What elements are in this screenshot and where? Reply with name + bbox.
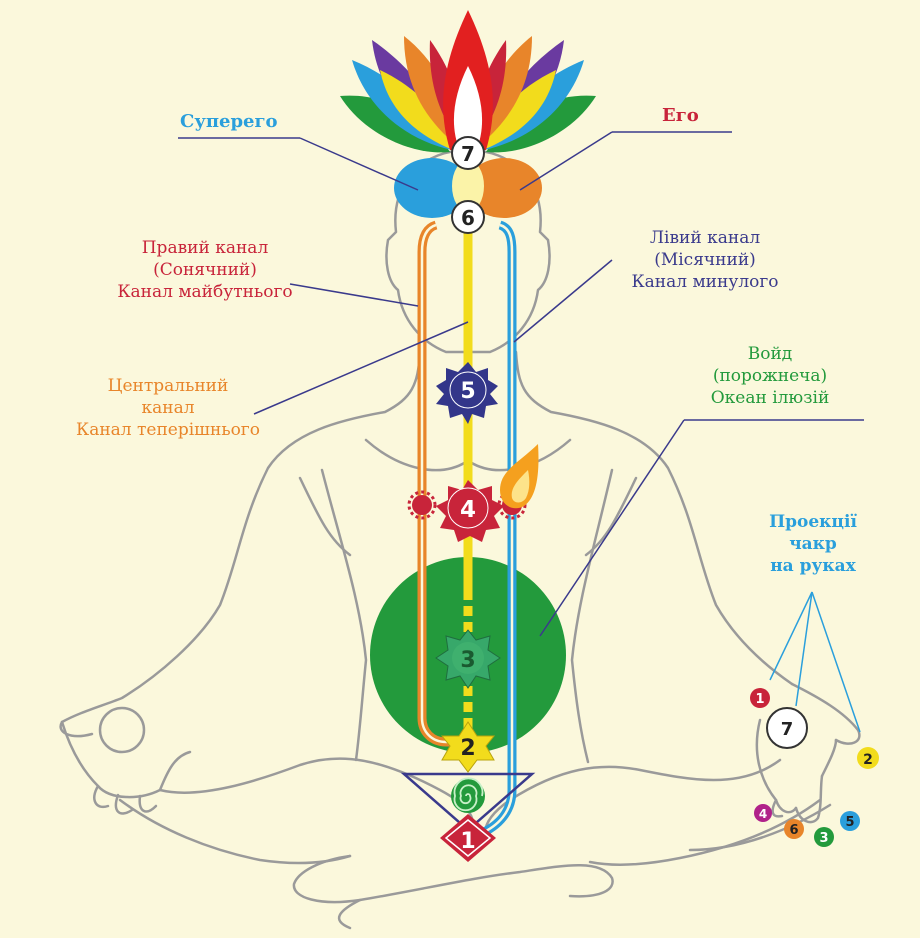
chakra-5: 5 [436,362,498,424]
chakra-6: 6 [451,200,485,234]
hand-chakra-4: 4 [754,804,772,822]
sacrum-triangle [400,772,536,832]
lotus-flower [340,10,596,153]
body-outline [59,148,861,930]
chakra-6-label: 6 [461,206,475,230]
ego-lobe [466,158,542,218]
chakra-5-label: 5 [460,379,475,404]
superego-label: Суперего [180,111,278,132]
right-channel-line-2: (Сонячний) [153,259,257,280]
hand-projections-line-3: на руках [770,555,856,576]
chakra-3-label: 3 [460,648,475,673]
flame-icon [500,444,539,509]
central-channel-line-1: Центральний [107,376,229,396]
chakra-4-label: 4 [460,497,476,523]
chakra-2-label: 2 [460,736,475,761]
kundalini-spiral-icon [451,777,485,813]
left-channel-line-3: Канал минулого [631,271,779,292]
central-channel-label: Центральний канал Канал теперішнього [50,376,286,441]
right-heart-mini-chakra [407,490,437,520]
hand-chakra-6-label: 6 [789,823,798,838]
hand-chakra-3: 3 [814,827,834,847]
ego-label: Его [662,105,699,126]
hand-chakra-1-label: 1 [755,692,764,707]
chakra-1: 1 [440,814,496,862]
hand-chakra-4-label: 4 [759,807,767,821]
hand-chakra-5: 5 [840,811,860,831]
hand-chakra-2: 2 [857,747,879,769]
hand-chakra-7: 7 [766,707,808,749]
hand-chakra-3-label: 3 [819,831,828,846]
void-label: Войд (порожнеча) Океан ілюзій [680,344,860,409]
chakra-1-label: 1 [460,829,475,854]
left-channel-line-inner [479,223,514,836]
hand-projections-label: Проекції чакр на руках [748,512,878,577]
left-channel-line-2: (Місячний) [654,249,756,270]
right-channel-line-3: Канал майбутнього [117,281,293,302]
central-channel-line-3: Канал теперішнього [76,419,260,440]
void-line-1: Войд [747,344,793,364]
central-channel-line-2: канал [141,397,195,418]
hand-chakra-6: 6 [784,819,804,839]
right-channel-label: Правий канал (Сонячний) Канал майбутньог… [90,238,320,303]
center-lobe [452,160,484,212]
right-channel-line-inner [420,223,466,744]
leader-lines [178,131,864,733]
chakra-2: 2 [440,721,496,773]
hand-chakra-1: 1 [750,688,770,708]
hand-chakra-2-label: 2 [863,752,873,768]
superego-lobe [394,158,470,218]
left-channel-label: Лівий канал (Місячний) Канал минулого [600,228,810,293]
chakra-7: 7 [451,136,485,170]
hand-chakras: 1 7 2 4 6 3 5 [750,688,879,847]
left-channel-line-1: Лівий канал [649,228,761,248]
right-channel-line-1: Правий канал [141,238,269,258]
void-line-3: Океан ілюзій [710,387,830,408]
void-line-2: (порожнеча) [712,365,828,386]
chakra-4: 4 [436,480,504,542]
hand-chakra-7-label: 7 [781,719,794,740]
hand-projections-line-1: Проекції [769,512,857,532]
chakra-7-label: 7 [461,142,475,166]
chakra-3: 3 [435,629,501,689]
hand-chakra-5-label: 5 [845,815,854,830]
hand-projections-line-2: чакр [789,533,837,554]
flame-inner [511,470,530,503]
